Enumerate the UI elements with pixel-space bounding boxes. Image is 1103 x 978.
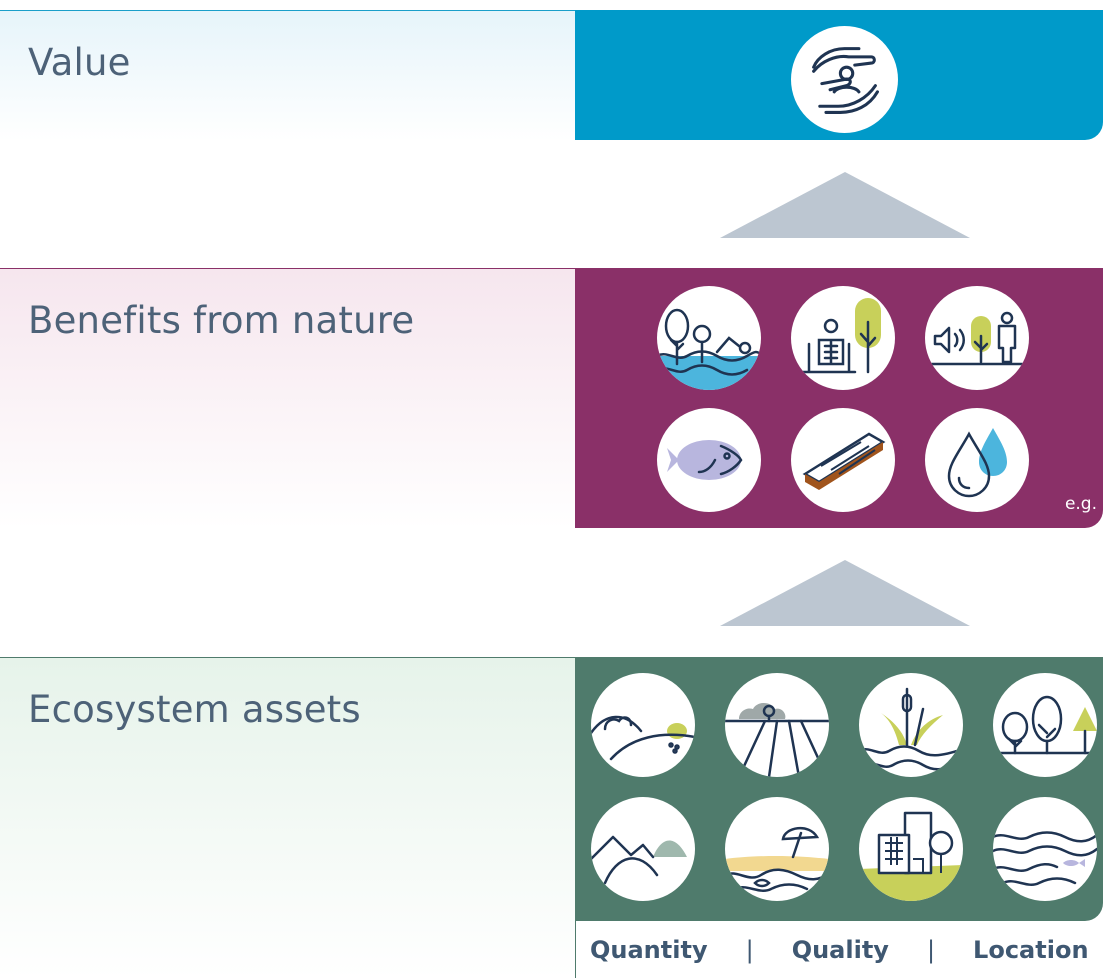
value-label: Value bbox=[28, 41, 131, 84]
assets-band: Ecosystem assets bbox=[0, 657, 575, 978]
noise-reduction-icon bbox=[925, 286, 1029, 390]
footer-divider bbox=[575, 921, 576, 978]
farmland-icon bbox=[725, 673, 829, 777]
woodland-icon bbox=[993, 673, 1097, 777]
upward-arrow bbox=[720, 172, 970, 238]
examples-note: e.g. bbox=[1064, 494, 1097, 514]
benefits-label: Benefits from nature bbox=[28, 299, 415, 342]
quantity-label: Quantity bbox=[590, 935, 708, 964]
separator: | bbox=[745, 935, 754, 964]
benefits-band: Benefits from nature bbox=[0, 268, 575, 529]
hills-grassland-icon bbox=[591, 673, 695, 777]
health-wellbeing-icon bbox=[791, 286, 895, 390]
upward-arrow bbox=[720, 560, 970, 626]
asset-attributes: Quantity | Quality | Location bbox=[576, 921, 1103, 978]
open-water-icon bbox=[993, 797, 1097, 901]
location-label: Location bbox=[973, 935, 1089, 964]
separator: | bbox=[926, 935, 936, 964]
value-band: Value bbox=[0, 10, 575, 141]
benefits-panel: e.g. bbox=[575, 268, 1103, 528]
urban-icon bbox=[859, 797, 963, 901]
coast-beach-icon bbox=[725, 797, 829, 901]
value-panel bbox=[575, 10, 1103, 140]
assets-panel bbox=[575, 657, 1103, 921]
water-supply-icon bbox=[925, 408, 1029, 512]
hands-care-icon bbox=[791, 26, 898, 133]
recreation-swimming-icon bbox=[657, 286, 761, 390]
quality-label: Quality bbox=[791, 935, 889, 964]
timber-icon bbox=[791, 408, 895, 512]
fish-food-icon bbox=[657, 408, 761, 512]
mountains-icon bbox=[591, 797, 695, 901]
wetland-icon bbox=[859, 673, 963, 777]
assets-label: Ecosystem assets bbox=[28, 688, 361, 731]
